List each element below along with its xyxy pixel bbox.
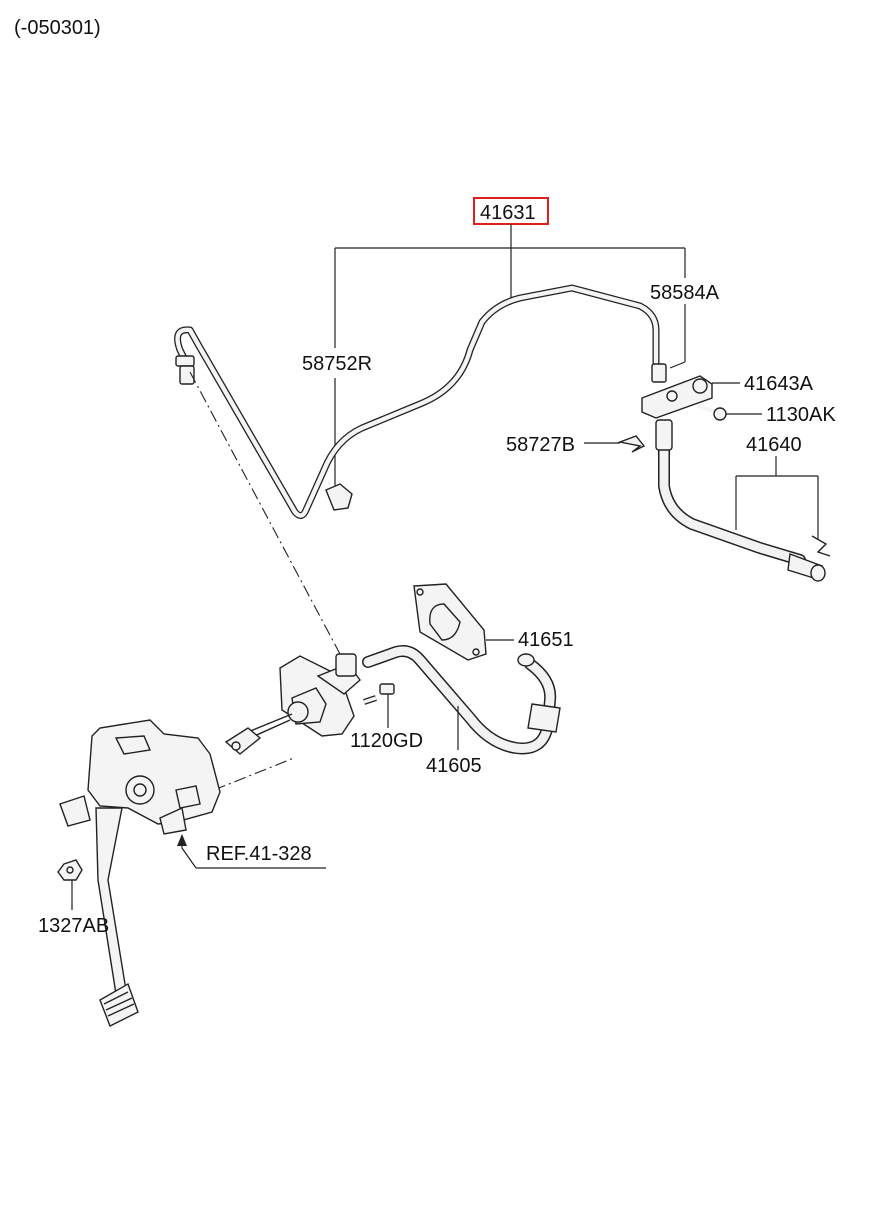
part-label-41643A[interactable]: 41643A [744, 373, 814, 395]
part-label-1120GD[interactable]: 1120GD [350, 730, 423, 752]
part-label-41640[interactable]: 41640 [746, 434, 802, 456]
assembly-line-pipe [189, 371, 341, 655]
pipe-clip[interactable] [325, 483, 353, 511]
ref-arrow [177, 834, 326, 869]
gasket[interactable] [413, 583, 487, 661]
part-label-41605[interactable]: 41605 [426, 755, 482, 777]
leader-41640 [735, 456, 819, 540]
clutch-pedal-assembly[interactable] [59, 719, 221, 1027]
part-label-58752R[interactable]: 58752R [302, 353, 372, 375]
retainer-clip[interactable] [617, 435, 646, 453]
part-label-41651[interactable]: 41651 [518, 629, 574, 651]
assembly-line-pedal [213, 757, 295, 791]
master-cylinder-hose[interactable] [362, 645, 561, 755]
part-label-1327AB[interactable]: 1327AB [38, 915, 109, 937]
pedal-nut[interactable] [57, 859, 83, 881]
cylinder-bolt[interactable] [363, 683, 395, 705]
bracket-bolt[interactable] [697, 404, 727, 421]
hose-bracket[interactable] [641, 375, 713, 419]
part-label-58584A[interactable]: 58584A [650, 282, 720, 304]
clutch-pipe[interactable] [174, 284, 667, 519]
part-label-58727B[interactable]: 58727B [506, 434, 575, 456]
clutch-hose[interactable] [655, 419, 831, 582]
leader-41631 [334, 224, 686, 488]
part-label-1130AK[interactable]: 1130AK [766, 404, 836, 426]
part-label-41631[interactable]: 41631 [480, 202, 536, 224]
date-range-label: (-050301) [14, 17, 101, 39]
reference-label[interactable]: REF.41-328 [206, 843, 312, 865]
master-cylinder[interactable] [224, 653, 361, 755]
